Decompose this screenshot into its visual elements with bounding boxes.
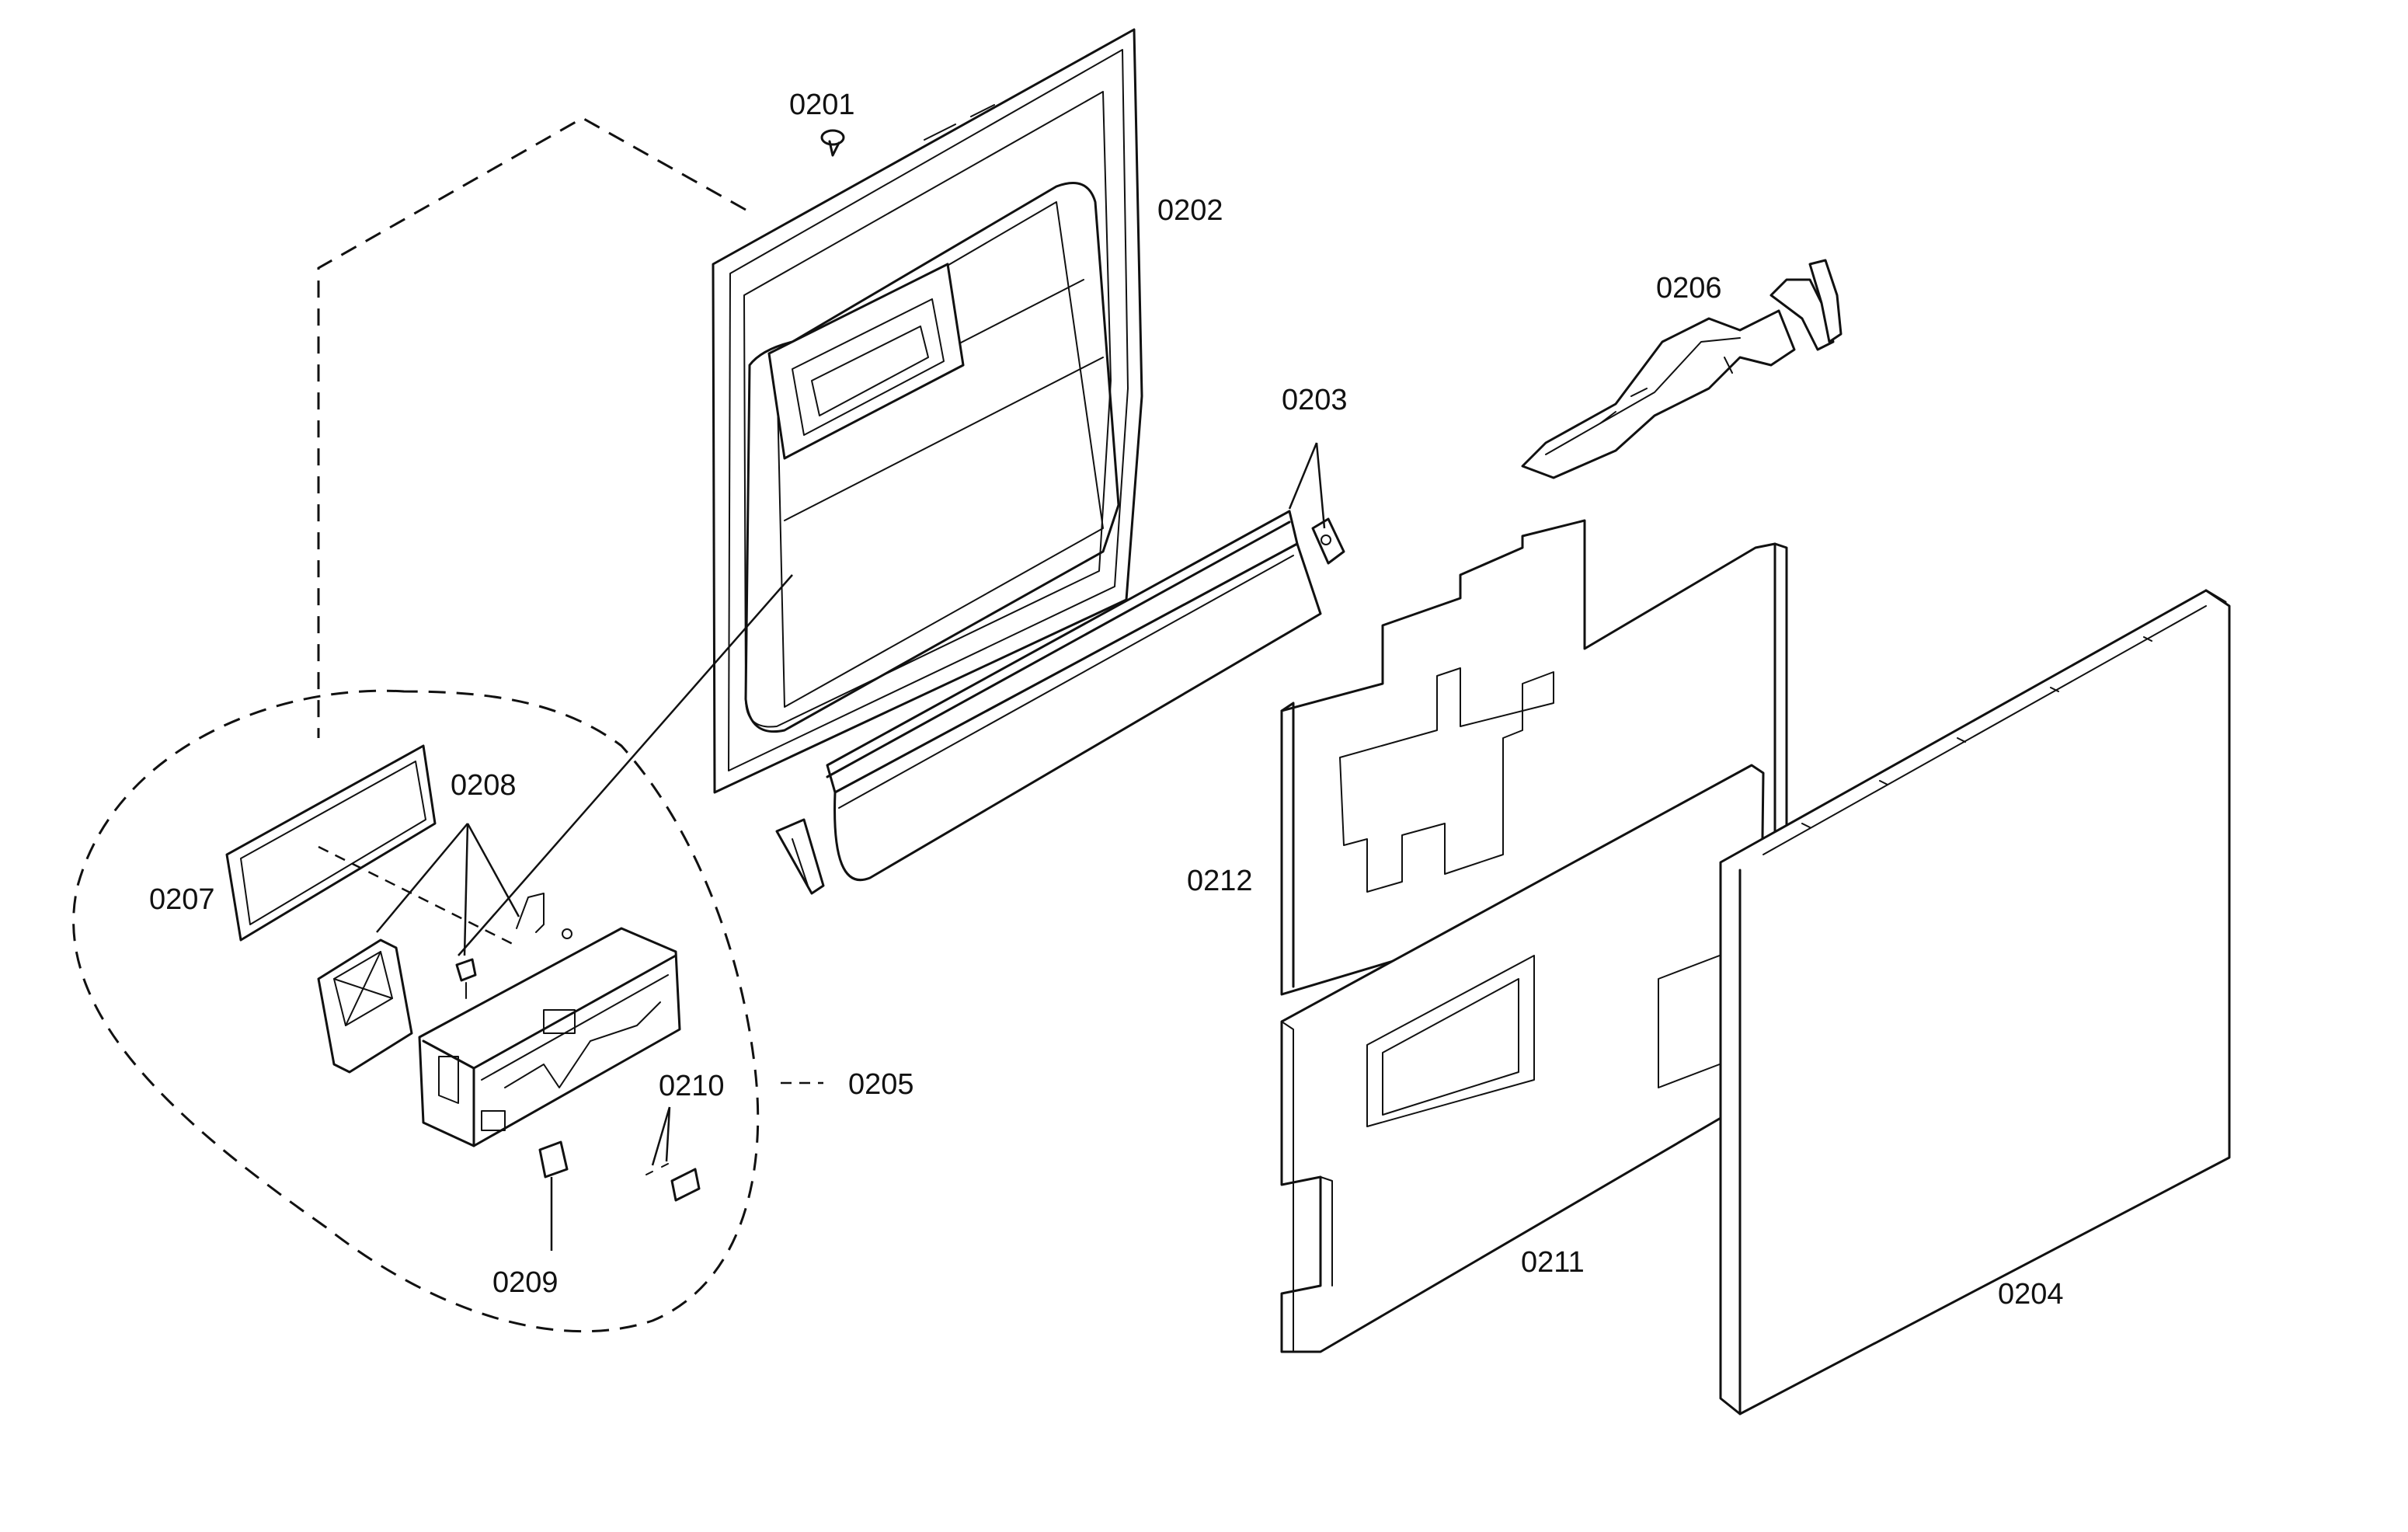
clip-0209: [538, 1140, 569, 1179]
label-0205: 0205: [848, 1068, 914, 1101]
hinge-bracket-0203: [1311, 517, 1345, 565]
clips-0210: [645, 1163, 701, 1202]
label-0202: 0202: [1157, 194, 1223, 227]
label-0211: 0211: [1521, 1246, 1585, 1279]
control-unit-0205: [418, 927, 681, 1147]
label-0206: 0206: [1656, 272, 1722, 305]
display-frame-0207: [225, 744, 437, 942]
label-0209: 0209: [492, 1266, 559, 1299]
label-0201: 0201: [789, 89, 855, 121]
latch-parts-0208: [317, 893, 572, 1074]
outer-panel-0204: [1719, 589, 2231, 1415]
label-0212: 0212: [1187, 865, 1253, 897]
control-group-outline: [72, 689, 760, 1333]
label-0208: 0208: [451, 769, 517, 802]
label-0204: 0204: [1998, 1278, 2064, 1311]
label-0207: 0207: [149, 883, 215, 916]
label-0210: 0210: [659, 1070, 725, 1102]
assembly-reference-line: [317, 117, 746, 738]
label-0203: 0203: [1282, 384, 1348, 416]
inner-door-0202: [712, 28, 1143, 794]
leader-lines: [318, 442, 1326, 1251]
bracket-0206: [1521, 259, 1843, 479]
rail-0203: [775, 510, 1322, 895]
screw-0201: [820, 129, 845, 157]
